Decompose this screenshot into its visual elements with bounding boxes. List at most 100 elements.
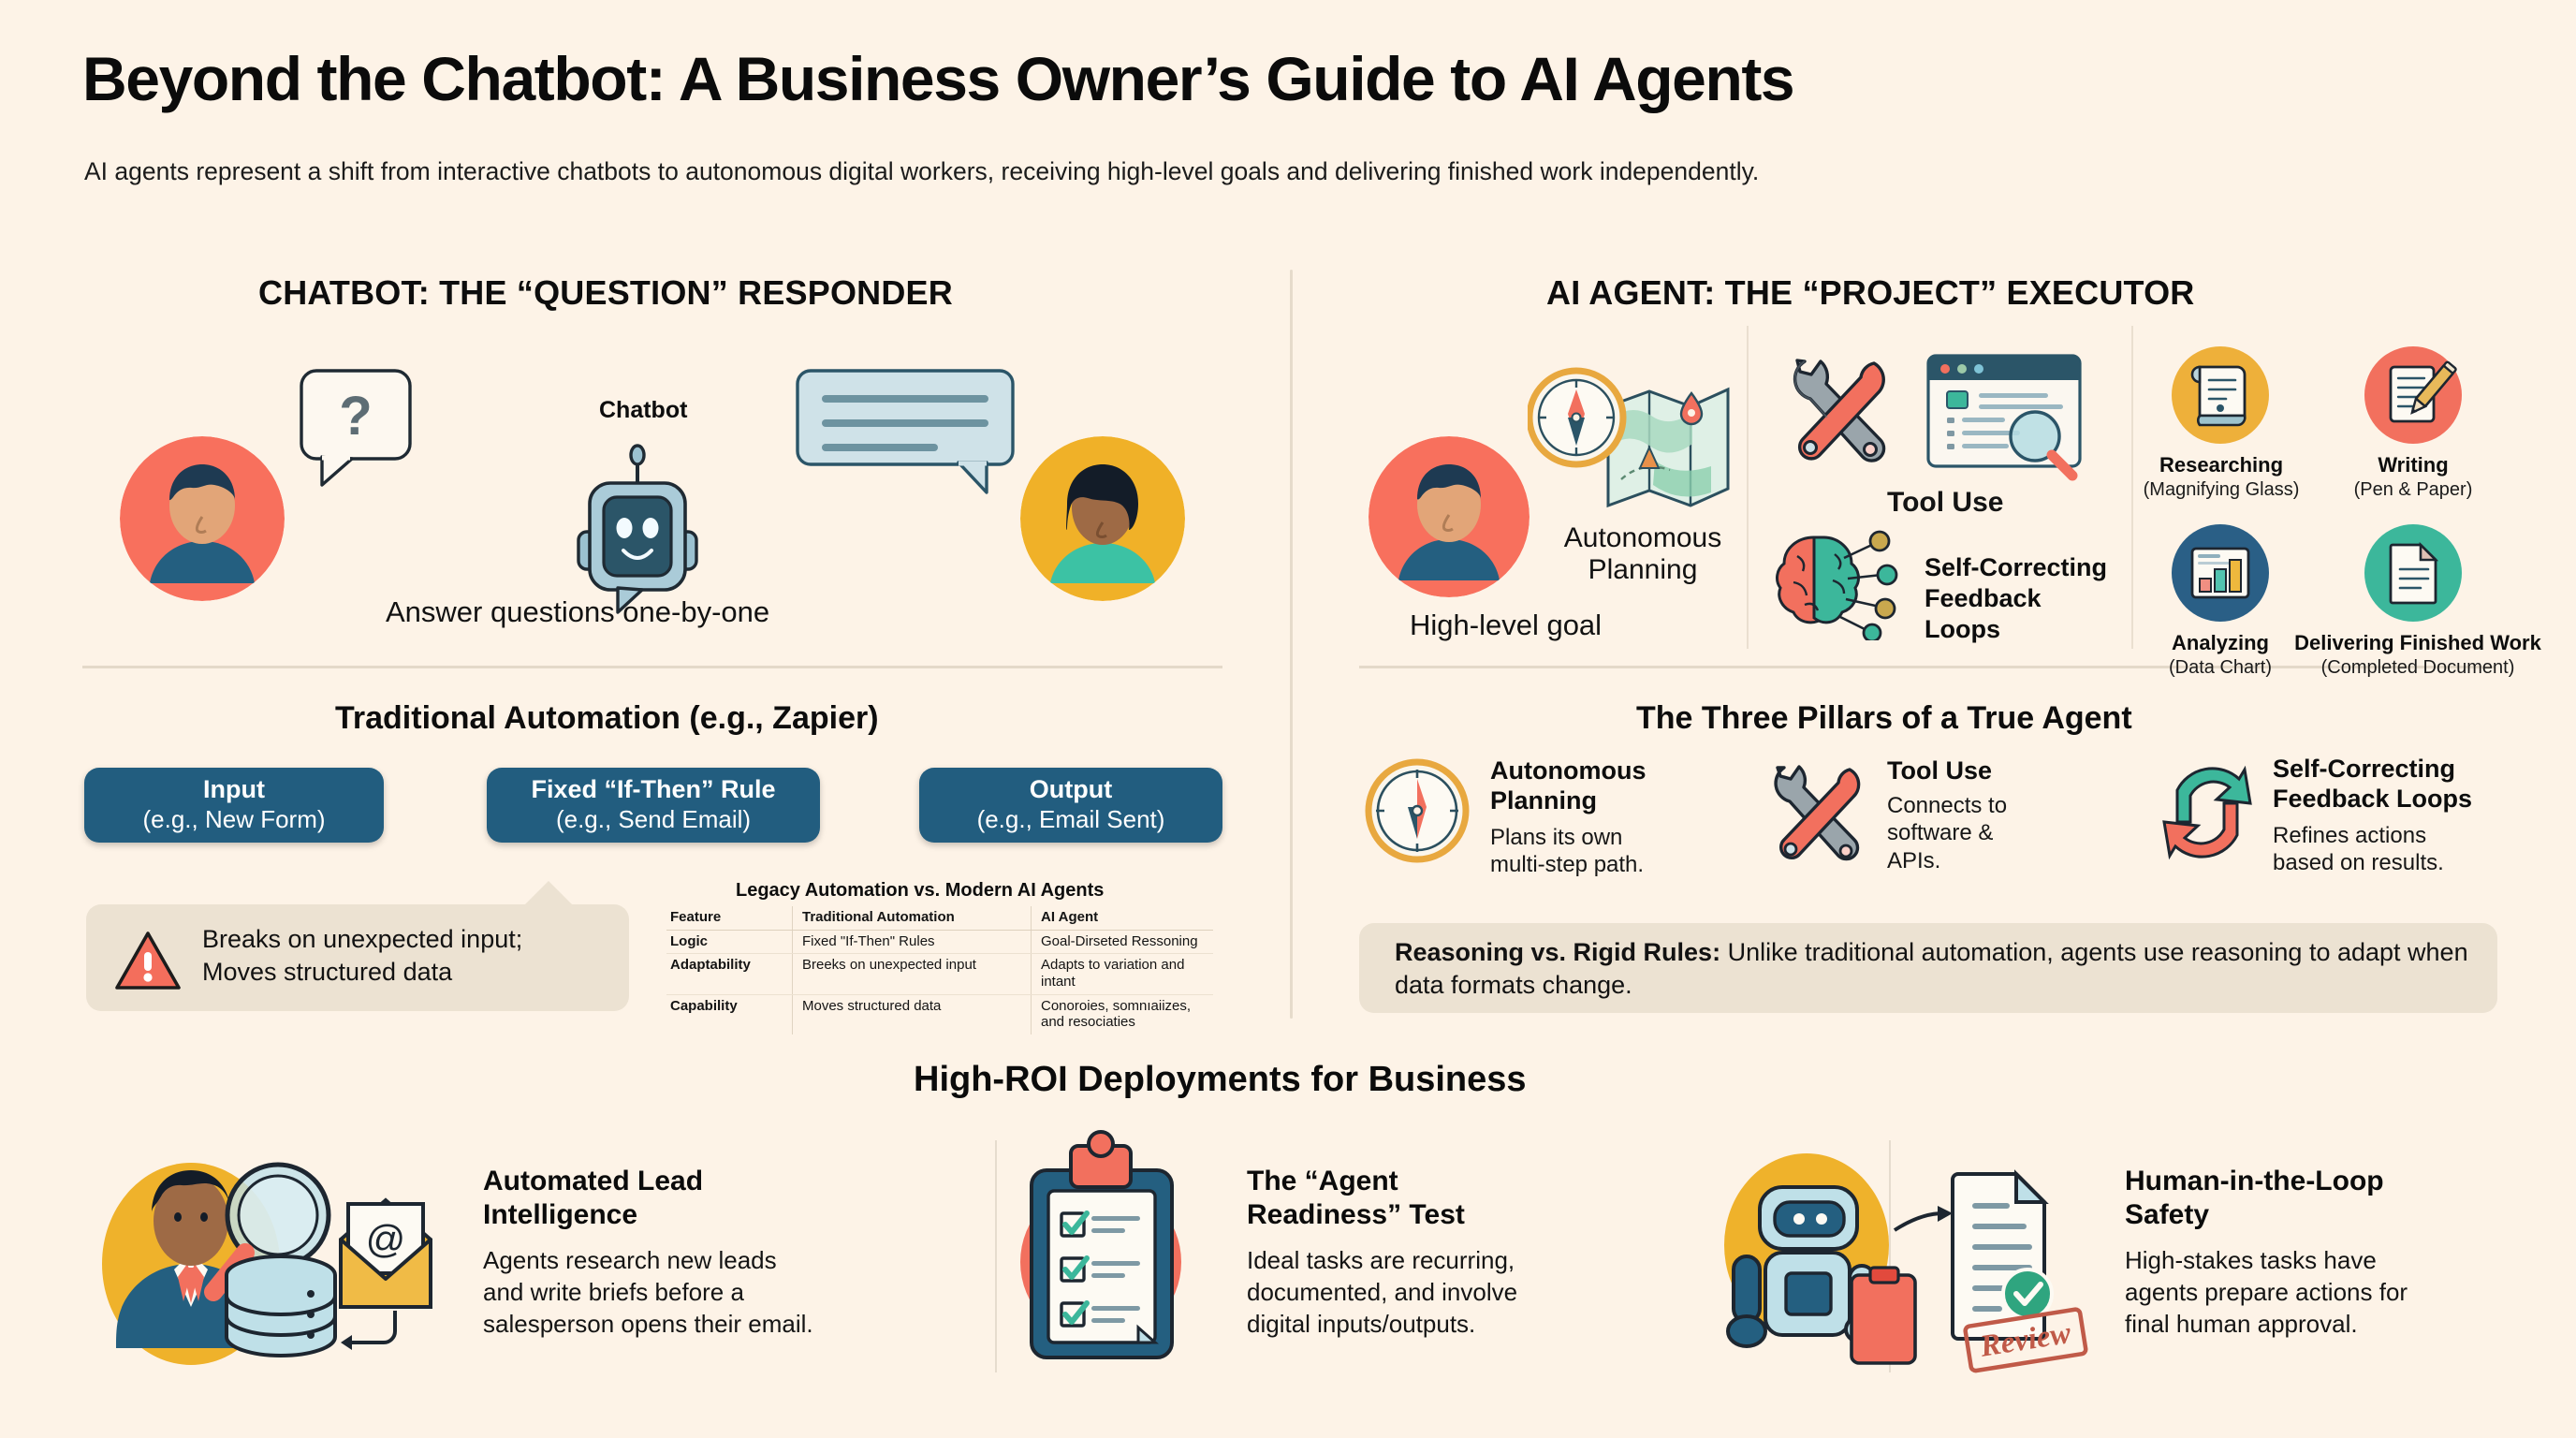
svg-text:?: ? bbox=[339, 386, 372, 447]
card-3-body-line-2: agents prepare actions for bbox=[2125, 1277, 2408, 1306]
flow-step-rule-subtitle: (e.g., Send Email) bbox=[555, 805, 752, 834]
cell-r1c2: Adapts to variation and intant bbox=[1031, 953, 1213, 995]
checklist-clipboard-icon bbox=[973, 1120, 1228, 1388]
legacy-vs-agent-table: Feature Traditional Automation AI Agent … bbox=[666, 906, 1213, 1035]
pillar-2-body-line-2: software & bbox=[1887, 820, 1994, 846]
feedback-line-3: Loops bbox=[1925, 614, 2000, 643]
pillar-1-title-line-2: Planning bbox=[1490, 785, 1597, 814]
col-traditional: Traditional Automation bbox=[792, 906, 1032, 931]
card-1-body-line-2: and write briefs before a bbox=[483, 1277, 744, 1306]
card-2-body-line-1: Ideal tasks are recurring, bbox=[1247, 1246, 1515, 1274]
card-1-title-line-1: Automated Lead bbox=[483, 1166, 704, 1196]
capability-writing bbox=[2364, 346, 2462, 448]
planning-line-2: Planning bbox=[1588, 553, 1698, 585]
compass-map-icon bbox=[1526, 358, 1734, 531]
flow-step-output-subtitle: (e.g., Email Sent) bbox=[976, 805, 1165, 834]
cell-r0c1: Fixed "If-Then" Rules bbox=[792, 930, 1032, 955]
cell-r2c2: Conoroies, somnıaiizes, and resociaties bbox=[1031, 994, 1213, 1035]
reasoning-callout bbox=[1359, 923, 2497, 1013]
cell-r1c0: Adaptability bbox=[666, 953, 793, 995]
card-3-body: High-stakes tasks have agents prepare ac… bbox=[2125, 1245, 2555, 1340]
wrench-screwdriver-icon bbox=[1760, 760, 1872, 875]
compass-icon bbox=[1363, 756, 1471, 870]
capability-analyzing-detail: (Data Chart) bbox=[2168, 657, 2273, 678]
table-row: Adaptability Breeks on unexpected input … bbox=[666, 953, 1213, 995]
capability-analyzing-label: Analyzing bbox=[2172, 631, 2269, 654]
feedback-line-2: Feedback bbox=[1925, 583, 2042, 612]
wrench-screwdriver-icon-top bbox=[1777, 352, 1900, 477]
question-speech-bubble: ? bbox=[298, 367, 414, 493]
comparison-table-title: Legacy Automation vs. Modern AI Agents bbox=[736, 880, 1105, 901]
pillar-1-body-line-1: Plans its own bbox=[1490, 825, 1623, 850]
pillar-3-body-line-2: based on results. bbox=[2273, 850, 2444, 876]
warning-line-2: Moves structured data bbox=[202, 957, 453, 986]
pillar-2-body: Connects to software & APIs. bbox=[1887, 792, 2084, 874]
capability-researching bbox=[2172, 346, 2269, 448]
browser-search-icon bbox=[1925, 352, 2089, 488]
reasoning-callout-text: Reasoning vs. Rigid Rules: Unlike tradit… bbox=[1395, 936, 2471, 1001]
col-ai-agent: AI Agent bbox=[1031, 906, 1213, 931]
cell-r0c2: Goal-Dirseted Ressoning bbox=[1031, 930, 1213, 955]
cell-r1c1: Breeks on unexpected input bbox=[792, 953, 1032, 995]
capability-divider-1 bbox=[1747, 326, 1749, 649]
tool-use-label-top: Tool Use bbox=[1887, 487, 2004, 518]
chatbot-panel-heading: CHATBOT: THE “QUESTION” RESPONDER bbox=[258, 273, 953, 312]
card-2-body-line-3: digital inputs/outputs. bbox=[1247, 1309, 1476, 1338]
chatbot-robot-icon bbox=[562, 434, 713, 621]
flow-step-rule[interactable]: Fixed “If-Then” Rule (e.g., Send Email) bbox=[487, 768, 820, 843]
pillar-3-body-line-1: Refines actions bbox=[2273, 823, 2427, 848]
warning-line-1: Breaks on unexpected input; bbox=[202, 925, 523, 953]
warning-callout-text: Breaks on unexpected input; Moves struct… bbox=[202, 923, 605, 988]
capability-writing-detail: (Pen & Paper) bbox=[2353, 479, 2473, 500]
feedback-loops-label-top: Self-Correcting Feedback Loops bbox=[1925, 552, 2107, 645]
warning-triangle-icon bbox=[114, 930, 182, 996]
autonomous-planning-caption: Autonomous Planning bbox=[1535, 522, 1750, 585]
capability-delivering-detail: (Completed Document) bbox=[2320, 657, 2515, 678]
flow-step-output[interactable]: Output (e.g., Email Sent) bbox=[919, 768, 1222, 843]
capability-researching-label: Researching bbox=[2159, 453, 2284, 477]
table-row: Capability Moves structured data Conoroi… bbox=[666, 994, 1213, 1035]
robot-review-icon: Review bbox=[1713, 1133, 2106, 1381]
cell-r2c1: Moves structured data bbox=[792, 994, 1032, 1035]
left-horizontal-divider bbox=[82, 666, 1222, 668]
card-1-body-line-1: Agents research new leads bbox=[483, 1246, 777, 1274]
pillar-3-title: Self-Correcting Feedback Loops bbox=[2273, 755, 2554, 814]
main-vertical-divider bbox=[1290, 270, 1293, 1019]
warning-callout-tail bbox=[524, 881, 573, 905]
avatar-user-right bbox=[1020, 436, 1185, 601]
card-3-title-line-1: Human-in-the-Loop bbox=[2125, 1166, 2384, 1196]
pillar-1-title: Autonomous Planning bbox=[1490, 756, 1715, 815]
card-2-body: Ideal tasks are recurring, documented, a… bbox=[1247, 1245, 1640, 1340]
reasoning-callout-bold: Reasoning vs. Rigid Rules: bbox=[1395, 938, 1721, 966]
svg-text:@: @ bbox=[366, 1217, 406, 1261]
flow-step-input[interactable]: Input (e.g., New Form) bbox=[84, 768, 384, 843]
card-3-title: Human-in-the-Loop Safety bbox=[2125, 1165, 2537, 1232]
reasoning-callout-body: Unlike traditional automation, agents us… bbox=[1395, 938, 2468, 999]
chatbot-label: Chatbot bbox=[599, 397, 688, 423]
answer-speech-bubble bbox=[794, 367, 1017, 499]
right-horizontal-divider bbox=[1359, 666, 2496, 668]
high-level-goal-caption: High-level goal bbox=[1410, 609, 1603, 641]
card-3-body-line-1: High-stakes tasks have bbox=[2125, 1246, 2377, 1274]
card-2-title: The “Agent Readiness” Test bbox=[1247, 1165, 1621, 1232]
page-title: Beyond the Chatbot: A Business Owner’s G… bbox=[82, 44, 1795, 113]
card-1-body-line-3: salesperson opens their email. bbox=[483, 1309, 813, 1338]
pillar-2-body-line-1: Connects to bbox=[1887, 793, 2008, 818]
capability-divider-2 bbox=[2131, 326, 2133, 649]
avatar-user-left bbox=[120, 436, 285, 601]
traditional-automation-heading: Traditional Automation (e.g., Zapier) bbox=[335, 700, 879, 736]
card-1-title: Automated Lead Intelligence bbox=[483, 1165, 876, 1232]
feedback-line-1: Self-Correcting bbox=[1925, 553, 2108, 581]
bottom-divider-1 bbox=[995, 1140, 997, 1372]
pillar-3-title-line-1: Self-Correcting bbox=[2273, 755, 2456, 783]
card-1-body: Agents research new leads and write brie… bbox=[483, 1245, 923, 1340]
chatbot-caption: Answer questions one-by-one bbox=[386, 595, 770, 628]
table-header-row: Feature Traditional Automation AI Agent bbox=[666, 906, 1213, 931]
capability-delivering bbox=[2364, 524, 2462, 626]
pillar-1-title-line-1: Autonomous bbox=[1490, 756, 1647, 785]
pillar-1-body: Plans its own multi-step path. bbox=[1490, 824, 1724, 879]
card-2-title-line-2: Readiness” Test bbox=[1247, 1199, 1465, 1230]
bottom-divider-2 bbox=[1889, 1140, 1891, 1372]
card-1-title-line-2: Intelligence bbox=[483, 1199, 638, 1230]
flow-step-input-subtitle: (e.g., New Form) bbox=[142, 805, 326, 834]
